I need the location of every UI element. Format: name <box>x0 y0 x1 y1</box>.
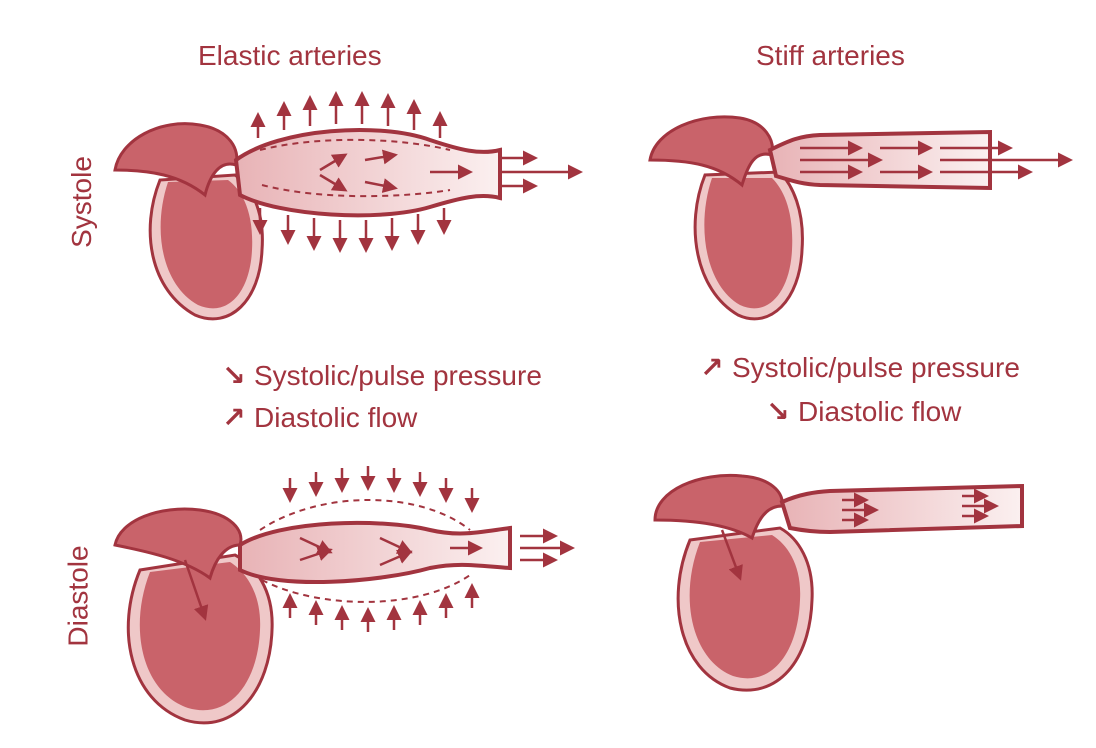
elastic-diastole-panel <box>115 466 572 723</box>
column-title-stiff: Stiff arteries <box>756 40 905 72</box>
elastic-note-pressure: ↘Systolic/pulse pressure <box>222 360 542 392</box>
aorta-elastic-diastole <box>240 523 510 582</box>
stiff-diastole-panel <box>655 475 1022 690</box>
stiff-note-pressure: ↗Systolic/pulse pressure <box>700 352 1020 384</box>
elastic-note-flow-text: Diastolic flow <box>254 402 417 433</box>
stiff-note-flow: ↘Diastolic flow <box>766 396 961 428</box>
column-title-elastic: Elastic arteries <box>198 40 382 72</box>
row-label-systole: Systole <box>66 156 98 248</box>
stiff-note-flow-text: Diastolic flow <box>798 396 961 427</box>
aorta-stiff-diastole <box>782 486 1022 532</box>
elastic-note-pressure-text: Systolic/pulse pressure <box>254 360 542 391</box>
down-right-arrow-icon: ↘ <box>222 360 254 392</box>
stiff-note-pressure-text: Systolic/pulse pressure <box>732 352 1020 383</box>
row-label-diastole: Diastole <box>63 545 95 646</box>
elastic-systole-panel <box>115 94 580 319</box>
stiff-systole-panel <box>650 117 1070 319</box>
elastic-note-flow: ↗Diastolic flow <box>222 402 417 434</box>
down-right-arrow-icon: ↘ <box>766 396 798 428</box>
up-right-arrow-icon: ↗ <box>222 402 254 434</box>
up-right-arrow-icon: ↗ <box>700 352 732 384</box>
